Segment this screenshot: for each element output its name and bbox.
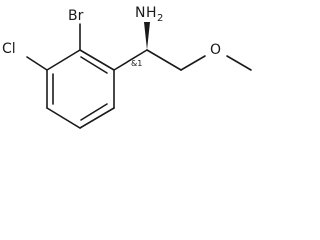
wedge-bond-c-n bbox=[144, 22, 150, 50]
atom-o-label: O bbox=[210, 42, 221, 58]
bond-ring-chiral bbox=[113, 49, 148, 71]
ring-bond bbox=[46, 49, 81, 71]
bond-o-ch3 bbox=[226, 55, 252, 71]
ring-bond bbox=[46, 107, 81, 129]
atom-h-label: H bbox=[146, 5, 157, 21]
stereo-label: &1 bbox=[131, 59, 142, 68]
ring-double-bond bbox=[80, 103, 108, 121]
ring-bond bbox=[79, 49, 115, 71]
ring-bond bbox=[79, 107, 115, 129]
bond-c-cl bbox=[26, 56, 48, 71]
molecule-structure: Br Cl N H 2 O &1 bbox=[2, 5, 252, 129]
atom-br-label: Br bbox=[68, 8, 84, 24]
bond-chiral-ch2 bbox=[146, 49, 182, 71]
atom-cl-label: Cl bbox=[2, 41, 16, 57]
ring-double-bond bbox=[80, 56, 108, 74]
benzene-ring bbox=[46, 49, 115, 129]
bond-ch2-o bbox=[180, 55, 206, 71]
atom-n-label: N bbox=[135, 5, 145, 21]
atom-h-subscript: 2 bbox=[157, 13, 163, 24]
